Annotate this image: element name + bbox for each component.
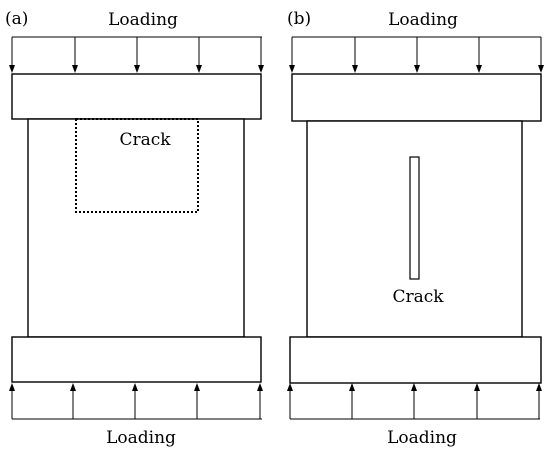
panel-a: (a) Loading Crack: [5, 9, 264, 448]
panel-a-top-arrowhead-3: [134, 65, 140, 73]
panel-a-bottom-plate: [11, 336, 262, 383]
panel-a-bottom-loading-label: Loading: [106, 428, 176, 448]
panel-b-bottom-arrowhead-5: [536, 383, 542, 391]
panel-a-bottom-arrowhead-2: [70, 383, 76, 391]
panel-a-crack-label: Crack: [119, 130, 171, 150]
panel-b-bottom-arrowhead-4: [474, 383, 480, 391]
panel-a-bottom-arrowhead-1: [9, 383, 15, 391]
panel-b-bottom-arrowhead-2: [349, 383, 355, 391]
panel-a-specimen: [27, 118, 245, 338]
panel-a-crack-zone: [75, 118, 199, 213]
panel-a-bottom-arrowhead-3: [132, 383, 138, 391]
panel-b-top-loading-label: Loading: [388, 10, 458, 30]
panel-b-bottom-loading-label: Loading: [387, 428, 457, 448]
panel-a-bottom-arrowhead-4: [194, 383, 200, 391]
panel-b-top-arrowhead-2: [352, 65, 358, 73]
panel-a-top-arrows: [9, 37, 264, 73]
panel-a-top-arrowhead-2: [72, 65, 78, 73]
panel-b-bottom-arrows: [287, 383, 542, 419]
panel-a-top-arrowhead-5: [258, 65, 264, 73]
panel-b-bottom-plate: [289, 336, 542, 384]
panel-b-tag: (b): [287, 9, 311, 29]
panel-b-crack-slot: [409, 156, 420, 280]
panel-a-tag: (a): [5, 9, 28, 29]
panel-b-bottom-arrowhead-3: [411, 383, 417, 391]
panel-b-top-arrows: [289, 37, 544, 73]
panel-b-bottom-arrowhead-1: [287, 383, 293, 391]
panel-b-crack-label: Crack: [392, 287, 444, 307]
panel-b-top-arrowhead-5: [538, 65, 544, 73]
panel-b-top-arrowhead-3: [414, 65, 420, 73]
panel-a-top-arrowhead-1: [9, 65, 15, 73]
panel-b-top-plate: [291, 73, 542, 122]
panel-b-top-arrowhead-4: [476, 65, 482, 73]
panel-a-top-loading-label: Loading: [108, 10, 178, 30]
panel-b: (b) Loading Crack: [287, 9, 544, 448]
panel-a-top-arrowhead-4: [196, 65, 202, 73]
panel-b-top-arrowhead-1: [289, 65, 295, 73]
panel-a-bottom-arrows: [9, 383, 263, 419]
panel-a-bottom-arrowhead-5: [257, 383, 263, 391]
panel-a-top-plate: [11, 73, 262, 120]
